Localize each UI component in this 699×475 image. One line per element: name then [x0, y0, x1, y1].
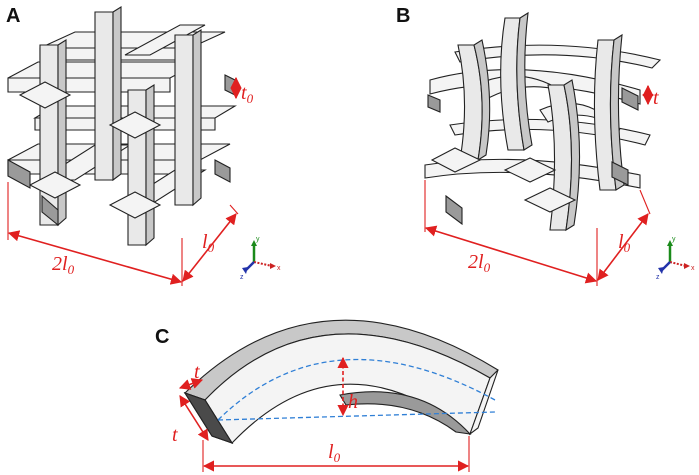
panel-b: B t [396, 5, 695, 286]
dim-2l0-label-a: 2l0 [52, 253, 75, 277]
axis-triad-b: y x z [656, 236, 695, 281]
lattice-a [7, 6, 237, 247]
dim-2l0-label-b: 2l0 [468, 251, 491, 275]
dim-t-top-label: t [194, 361, 200, 383]
dim-l0-label-b: l0 [618, 231, 631, 255]
axis-triad-a: y x z [240, 236, 281, 281]
dim-l0-label-a: l0 [202, 231, 215, 255]
dim-ext-l0-a [229, 204, 239, 215]
dim-line-2l0-b [424, 225, 598, 284]
dim-line-2l0-a [7, 230, 183, 285]
dim-line-l0-b [597, 213, 649, 281]
dim-line-l0-a [182, 213, 237, 282]
beam-chord-line [217, 411, 496, 421]
panel-label-a: A [6, 5, 20, 27]
panel-label-b: B [396, 5, 410, 27]
panel-a: A [6, 5, 281, 286]
curved-beam [183, 319, 499, 445]
axis-y-label-b: y [672, 236, 676, 243]
lattice-b [424, 11, 662, 232]
panel-c: C h t t l0 [155, 319, 499, 472]
dim-line-t-side [179, 395, 209, 441]
axis-x-label-b: x [691, 265, 695, 272]
panel-label-c: C [155, 326, 169, 348]
dim-line-t-top [178, 378, 204, 390]
axis-y-label-a: y [256, 236, 260, 243]
axis-z-label-b: z [656, 274, 660, 281]
axis-z-label-a: z [240, 274, 244, 281]
dim-t-label-b: t [653, 87, 659, 109]
dim-ext-l0-b [639, 189, 651, 215]
dim-t-side-label: t [172, 424, 178, 446]
axis-x-label-a: x [277, 265, 281, 272]
dim-h-label: h [348, 391, 358, 413]
dim-l0-label-c: l0 [328, 441, 341, 465]
dim-t0-label: t0 [241, 82, 254, 106]
